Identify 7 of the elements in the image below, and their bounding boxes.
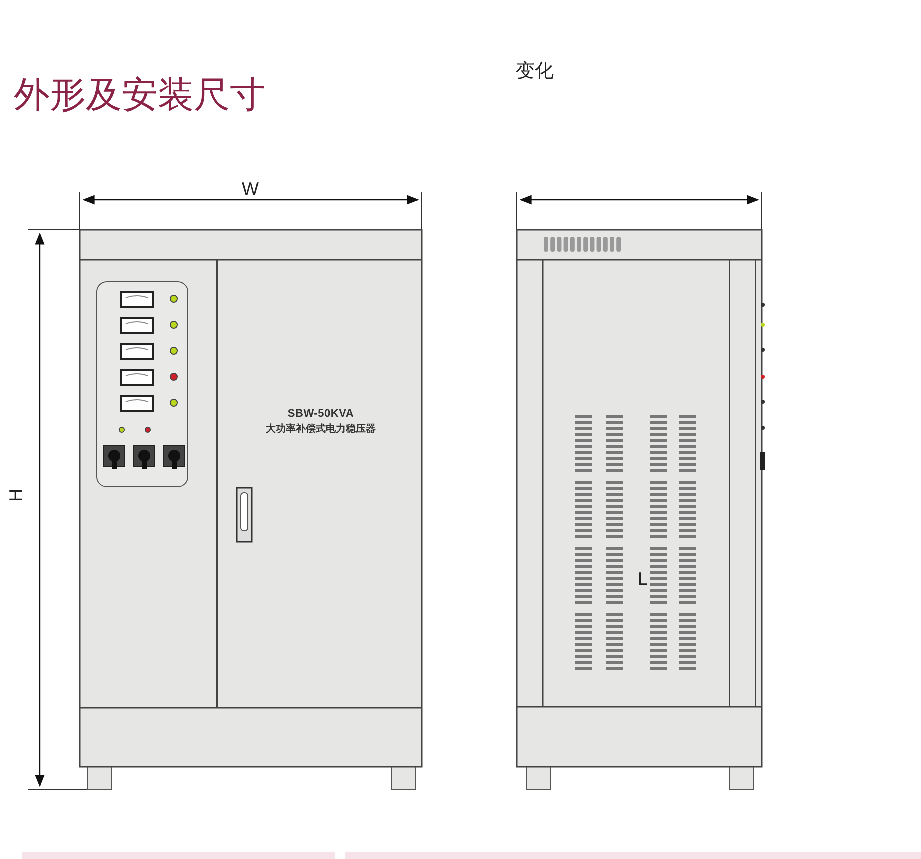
width-label: W — [242, 178, 259, 201]
product-label: 大功率补偿式电力稳压器 — [265, 424, 377, 436]
model-label: SBW-50KVA — [286, 407, 356, 422]
height-label: H — [5, 489, 27, 502]
length-label: L — [638, 568, 648, 591]
note-text: 变化 — [516, 60, 554, 84]
page-title: 外形及安装尺寸 — [14, 74, 266, 118]
